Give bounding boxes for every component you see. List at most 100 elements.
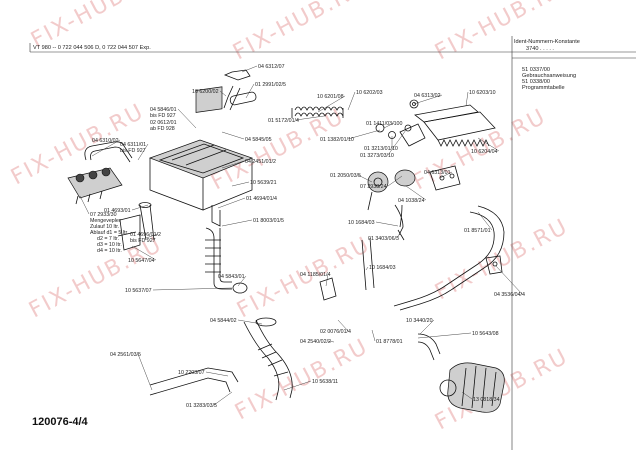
doc-name-2: Programmtabelle [522,85,565,91]
leader-line [465,91,469,107]
leader-line [283,380,312,391]
leader-line [439,171,453,179]
part-number-label: 10 3440/20 [406,318,433,324]
leader-line [395,233,401,239]
part-number-label: 01 4694/01/4 [246,196,277,202]
part-number-label: bis FD 927 [150,113,176,119]
leader-line [295,115,325,121]
header-frame: VT 980 -- 0 722 044 506 D, 0 722 044 507… [29,36,636,450]
part-number-label: 10 5637/07 [125,288,152,294]
part-number-label: Zulauf 10 ltr. [90,224,119,230]
doc-name-1: Gebrauchsanweisung [522,73,576,79]
part-number-label: 10 6202/03 [356,90,383,96]
leader-line [221,219,253,227]
part-number-label: 01 1411/03/100 [366,121,402,127]
leader-line [177,108,197,129]
model-line: VT 980 -- 0 722 044 506 D, 0 722 044 507… [33,45,151,51]
part-number-label: bis FD 927 [120,148,146,154]
part-number-label: ab FD 928 [150,126,175,132]
hose-left-bottom [149,367,239,396]
tube-center [361,237,375,291]
hose-top-left [223,69,251,111]
watermark-text: FIX-HUB.RU [25,232,167,323]
page-id: 120076-4/4 [32,416,89,428]
leader-line [219,90,227,97]
leader-line [347,129,381,140]
leader-line [347,91,356,111]
leader-line [237,275,247,287]
sensor-nuts [375,99,419,139]
part-number-label: 04 6310/02 [92,138,119,144]
leader-line [387,129,407,156]
part-number-label: 07 2938/24 [360,184,387,190]
part-number-label: 02 0612/01 [150,120,177,126]
part-number-label: 04 6312/07 [258,64,285,70]
leader-line [137,143,149,161]
part-number-label: 04 2561/03/5 [110,352,141,358]
part-number-label: 04 5843/01 [218,274,245,280]
part-number-label: 01 3283/03/5 [186,403,217,409]
part-number-label: 04 5845/05 [245,137,272,143]
part-number-label: 10 6203/10 [469,90,496,96]
part-number-label: 04 2451/01/2 [245,159,276,165]
corrugated-drain-hose [205,227,248,294]
watermark-text: FIX-HUB.RU [431,0,573,65]
small-hose-segment [229,91,257,106]
heater-element [399,104,496,147]
leader-line [357,174,373,183]
part-number-label: 07 2933/30 [90,212,117,218]
sump-hose [243,319,293,401]
leader-line [221,131,245,140]
part-number-label: 01 1382/01/10 [320,137,354,143]
part-number-label: 01 3213/01/10 [364,146,398,152]
part-number-label: 10 5638/11 [312,379,338,385]
part-number-label: 10 5639/21 [250,180,277,186]
leader-line [317,95,346,113]
part-number-label: 10 5647/04 [128,258,155,264]
leader-line [371,329,376,342]
coil-spring-hose [291,106,344,118]
part-number-label: Ablauf d1 = 5 ltr. [90,230,128,236]
leader-line [461,391,473,400]
leader-line [495,265,523,295]
clip-center [319,277,337,301]
part-number-label: 04 1185/01/4 [300,272,331,278]
ident-title: Ident-Nummern-Konstante [514,39,580,45]
part-number-label: 01 4696/01/2 [130,232,161,238]
part-number-label: 04 3536/04/4 [494,292,525,298]
part-number-label: 04 6311/01 [120,142,146,148]
watermark-text: FIX-HUB.RU [229,0,371,65]
long-hose-right [393,205,505,311]
drain-pump [439,362,505,413]
detergent-dispenser [148,86,253,227]
leader-line [477,137,500,152]
part-number-label: 01 2991/02/5 [255,82,286,88]
leader-line [417,332,472,339]
part-number-label: 10 1684/03 [369,265,396,271]
leader-line [375,221,399,227]
leader-line [245,83,255,99]
leader-line [217,197,246,209]
leader-line [237,319,263,325]
hose-clamp-right [485,255,503,275]
leader-line [145,233,159,239]
leader-line [91,139,121,157]
leader-line [231,181,250,187]
leader-line [131,245,157,261]
leader-line [131,204,149,211]
leader-line [387,175,403,187]
pressure-switch [367,169,416,211]
leader-line [221,160,245,169]
doc-number-2: 51 0338/00 [522,79,550,85]
leader-line [419,319,435,335]
part-number-label: 01 8778/01 [376,339,403,345]
leader-line [405,185,427,201]
leader-line [79,195,90,215]
bracket [117,214,141,251]
tube-y-piece [394,204,405,241]
leader-line [383,122,395,129]
ident-value: 3740 . . . . . [526,46,554,52]
part-number-label: 10 6201/08 [317,94,344,100]
